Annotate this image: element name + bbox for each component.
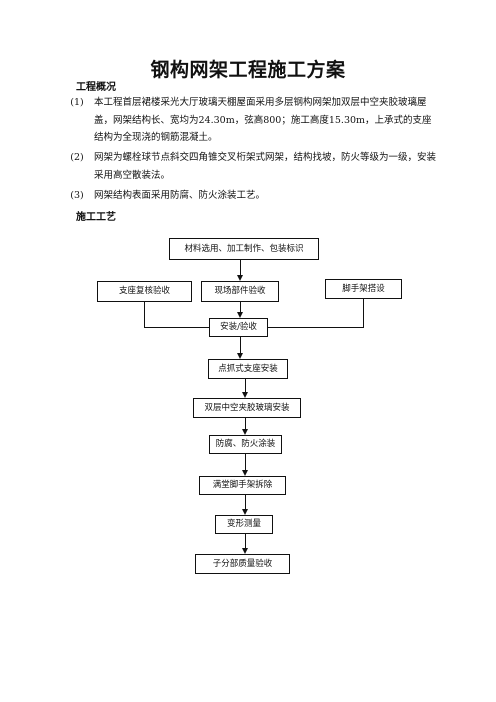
arrow-head [237, 275, 243, 281]
connector-line [245, 454, 246, 470]
arrow-head [237, 353, 243, 359]
arrow-head [242, 548, 248, 554]
section-heading-process: 施工工艺 [76, 212, 116, 223]
flow-box-support-check: 支座复核验收 [97, 281, 192, 302]
arrow-head [242, 429, 248, 435]
section-heading-overview: 工程概况 [76, 82, 116, 93]
arrow-head [242, 470, 248, 476]
arrow-head [237, 312, 243, 318]
paragraph-text: 本工程首层裙楼采光大厅玻璃天棚屋面采用多层钢构网架加双层中空夹胶玻璃屋盖，网架结… [94, 97, 432, 143]
document-title: 钢构网架工程施工方案 [150, 59, 346, 81]
connector-line [144, 302, 145, 327]
connector-line [245, 379, 246, 392]
paragraph-text: 网架为螺栓球节点斜交四角锥交叉桁架式网架，结构找坡，防火等级为一级，安装采用高空… [94, 152, 437, 181]
flow-box-measure: 变形测量 [215, 515, 273, 534]
flow-box-scaffold: 脚手架搭设 [325, 279, 402, 299]
flow-box-parts-check: 现场部件验收 [201, 281, 279, 302]
connector-line [240, 337, 241, 353]
connector-line [245, 418, 246, 429]
paragraph-2: (2) 网架为螺栓球节点斜交四角锥交叉桁架式网架，结构找坡，防火等级为一级，安装… [60, 149, 440, 184]
connector-line [144, 327, 209, 328]
flow-box-acceptance: 子分部质量验收 [195, 554, 290, 574]
flow-box-coating: 防腐、防火涂装 [209, 435, 282, 454]
paragraph-text: 网架结构表面采用防腐、防火涂装工艺。 [94, 190, 266, 201]
paragraph-1: (1) 本工程首层裙楼采光大厅玻璃天棚屋面采用多层钢构网架加双层中空夹胶玻璃屋盖… [60, 94, 440, 147]
connector-line [268, 327, 364, 328]
flow-box-dismantle: 满堂脚手架拆除 [199, 476, 286, 495]
connector-line [240, 260, 241, 275]
paragraph-number: (1) [70, 97, 84, 108]
connector-line [245, 534, 246, 548]
flow-box-point-support: 点抓式支座安装 [208, 359, 288, 379]
flow-box-glass: 双层中空夹胶玻璃安装 [193, 398, 301, 418]
flow-box-material: 材料选用、加工制作、包装标识 [169, 238, 319, 260]
paragraph-number: (3) [70, 190, 84, 201]
paragraph-3: (3) 网架结构表面采用防腐、防火涂装工艺。 [60, 187, 440, 205]
connector-line [240, 302, 241, 312]
connector-line [363, 299, 364, 327]
flow-box-install: 安装/验收 [209, 318, 268, 337]
connector-line [245, 495, 246, 509]
arrow-head [242, 509, 248, 515]
paragraph-number: (2) [70, 152, 84, 163]
arrow-head [242, 392, 248, 398]
